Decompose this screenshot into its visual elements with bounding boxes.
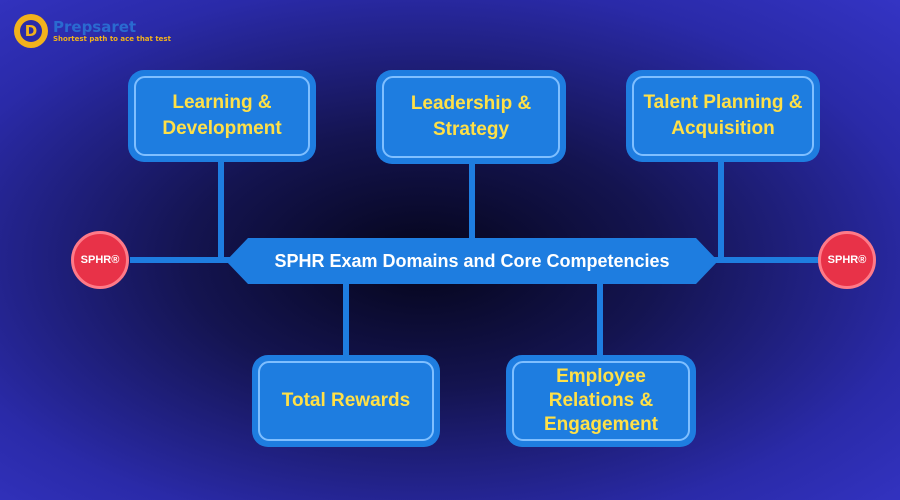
connector-talent (718, 158, 724, 260)
connector-rewards (343, 282, 349, 358)
diagram-title: SPHR Exam Domains and Core Competencies (274, 250, 670, 271)
domain-box-leadership: Leadership & Strategy (376, 70, 566, 164)
brand-logo: D Prepsaret Shortest path to ace that te… (14, 14, 171, 48)
sphr-badge-label: SPHR® (80, 254, 120, 266)
logo-icon: D (14, 14, 48, 48)
domain-label: Employee Relations & Engagement (512, 361, 690, 441)
domain-box-talent: Talent Planning & Acquisition (626, 70, 820, 162)
domain-box-rewards: Total Rewards (252, 355, 440, 447)
center-banner: SPHR Exam Domains and Core Competencies (226, 238, 718, 284)
domain-label: Talent Planning & Acquisition (632, 76, 814, 156)
logo-name: Prepsaret (53, 17, 137, 36)
domain-box-employee: Employee Relations & Engagement (506, 355, 696, 447)
domain-label: Leadership & Strategy (382, 76, 560, 158)
sphr-badge-label: SPHR® (827, 254, 867, 266)
connector-learning (218, 158, 224, 260)
domain-box-learning: Learning & Development (128, 70, 316, 162)
connector-leadership (469, 162, 475, 242)
sphr-badge-left: SPHR® (71, 231, 129, 289)
connector-left (130, 257, 230, 263)
domain-label: Learning & Development (134, 76, 310, 156)
sphr-badge-right: SPHR® (818, 231, 876, 289)
logo-tagline: Shortest path to ace that test (53, 34, 171, 43)
domain-label: Total Rewards (258, 361, 434, 441)
logo-mark: D (24, 22, 38, 40)
connector-employee (597, 282, 603, 358)
connector-right (714, 257, 820, 263)
